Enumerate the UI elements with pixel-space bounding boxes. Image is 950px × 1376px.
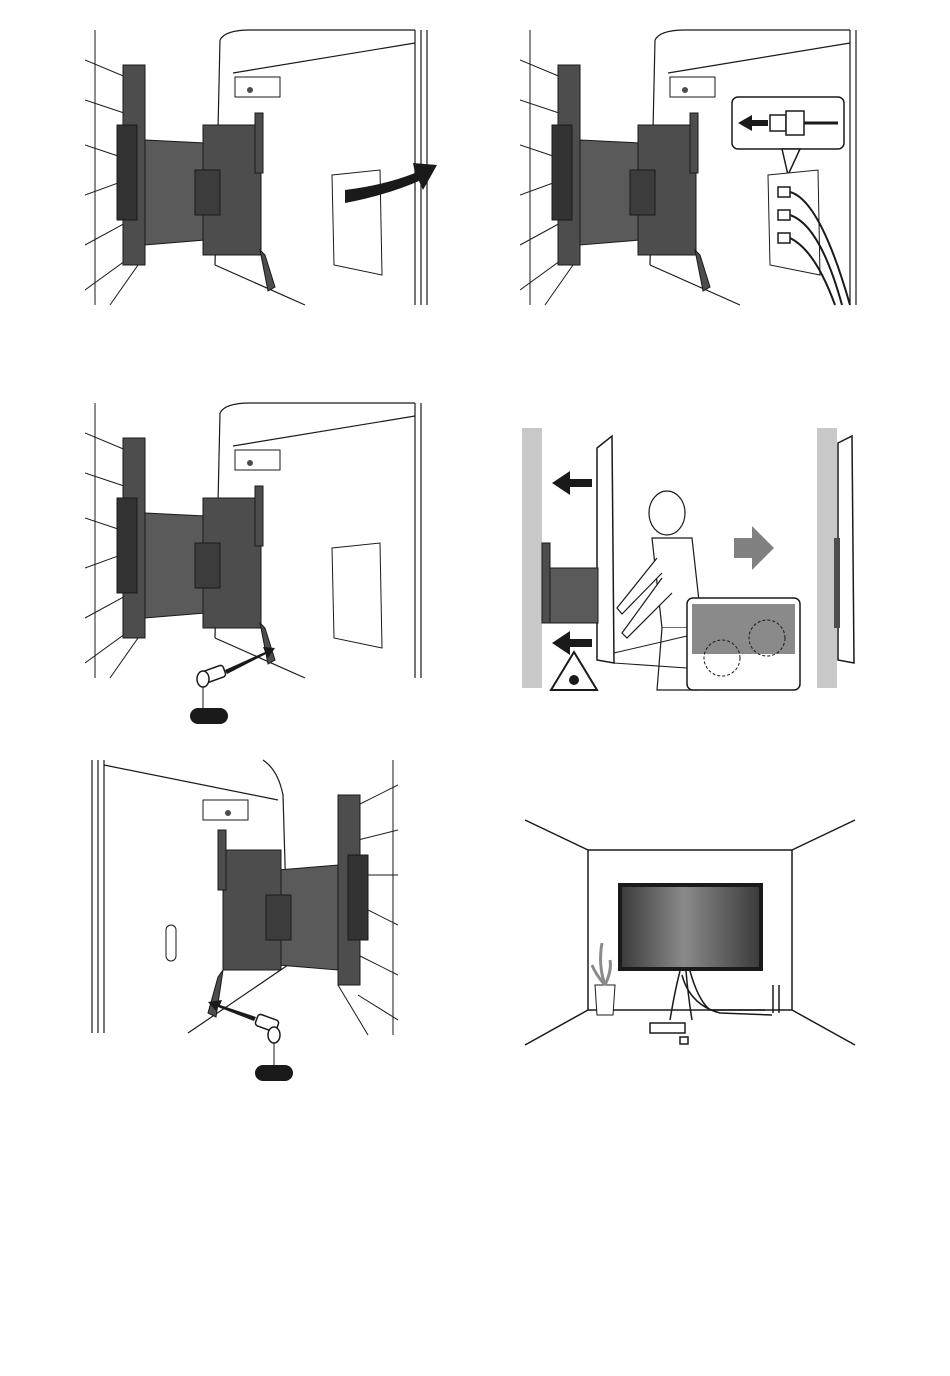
tv-hook <box>670 77 715 97</box>
illustration-step-5 <box>88 755 398 1085</box>
push-arrow-top <box>552 471 592 495</box>
step-4-drawing <box>522 428 862 693</box>
terminal-panel <box>768 170 850 305</box>
step-1-drawing <box>85 25 440 310</box>
cable-connect-icon <box>732 97 844 175</box>
device-box <box>650 1023 685 1033</box>
pinch-warning-icon <box>551 652 597 690</box>
plant-pot <box>592 943 615 1015</box>
step-2-drawing <box>520 25 875 310</box>
tv-hook <box>235 77 280 97</box>
bracket-side <box>550 568 598 623</box>
illustration-step-2 <box>520 25 875 310</box>
illustration-step-3 <box>85 398 440 728</box>
room-tv-installed-icon <box>618 883 763 971</box>
attach-screw-icon <box>208 1000 293 1081</box>
tv-side-right <box>838 436 854 663</box>
wall-bracket <box>208 795 368 1017</box>
direction-arrow-gray <box>734 526 774 570</box>
tv-side-left <box>597 436 614 663</box>
push-arrow-bottom <box>552 631 592 655</box>
rear-cover <box>332 543 382 648</box>
tv-hook <box>203 800 248 820</box>
step-6-drawing <box>520 815 860 1050</box>
wall-bracket <box>117 438 275 664</box>
step-3-drawing <box>85 398 440 728</box>
wall-left <box>522 428 542 688</box>
wall-bracket <box>117 65 275 291</box>
illustration-step-6 <box>520 815 860 1050</box>
rear-cover-slot <box>166 925 176 961</box>
illustration-step-1 <box>85 25 440 310</box>
illustration-step-4 <box>522 428 862 693</box>
tv-hook <box>235 450 280 470</box>
cables <box>670 971 779 1020</box>
wall-bracket <box>552 65 710 291</box>
step-5-drawing <box>88 755 398 1085</box>
